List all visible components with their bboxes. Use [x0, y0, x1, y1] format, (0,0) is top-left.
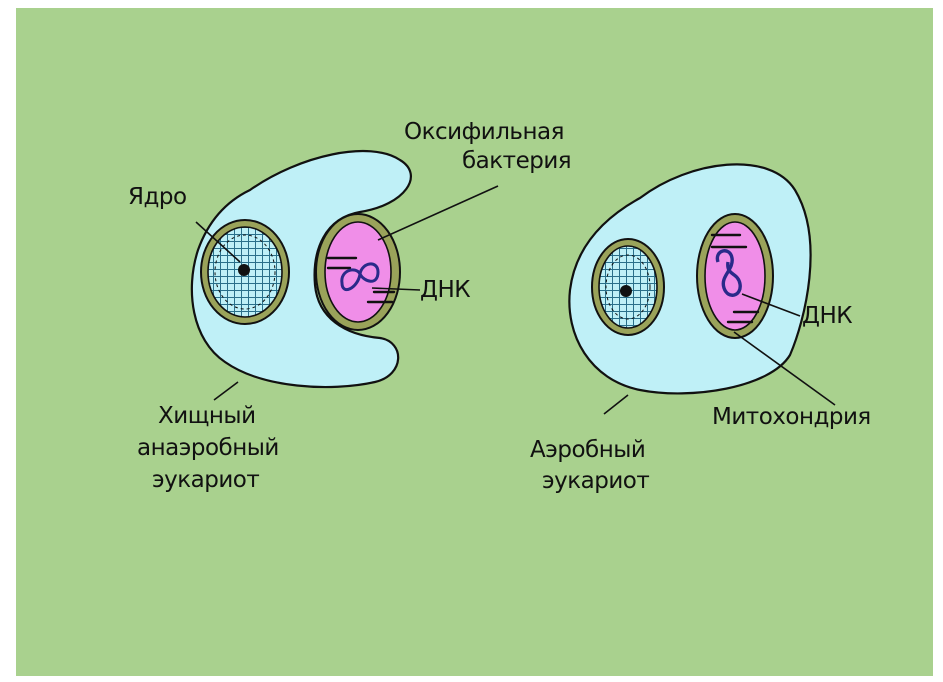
mitochondrion — [697, 214, 773, 338]
label-dna-right: ДНК — [802, 303, 852, 329]
nucleus — [201, 220, 289, 324]
aerobic-eukaryote-cell — [569, 164, 835, 414]
label-anaerobic-line3: эукариот — [152, 467, 259, 493]
label-anaerobic-line2: анаэробный — [137, 435, 279, 461]
label-oxyphilic-bacterium-line2: бактерия — [462, 148, 571, 174]
label-aerobic-line2: эукариот — [542, 468, 649, 494]
label-aerobic-line1: Аэробный — [530, 437, 645, 463]
label-mitochondrion: Митохондрия — [712, 404, 871, 430]
anaerobic-eukaryote-cell — [192, 151, 498, 400]
label-dna-left: ДНК — [420, 277, 470, 303]
oxyphilic-bacterium — [316, 214, 400, 330]
label-nucleus: Ядро — [128, 184, 187, 210]
nucleus — [592, 239, 664, 335]
label-anaerobic-line1: Хищный — [158, 403, 256, 429]
label-oxyphilic-bacterium-line1: Оксифильная — [404, 119, 564, 145]
